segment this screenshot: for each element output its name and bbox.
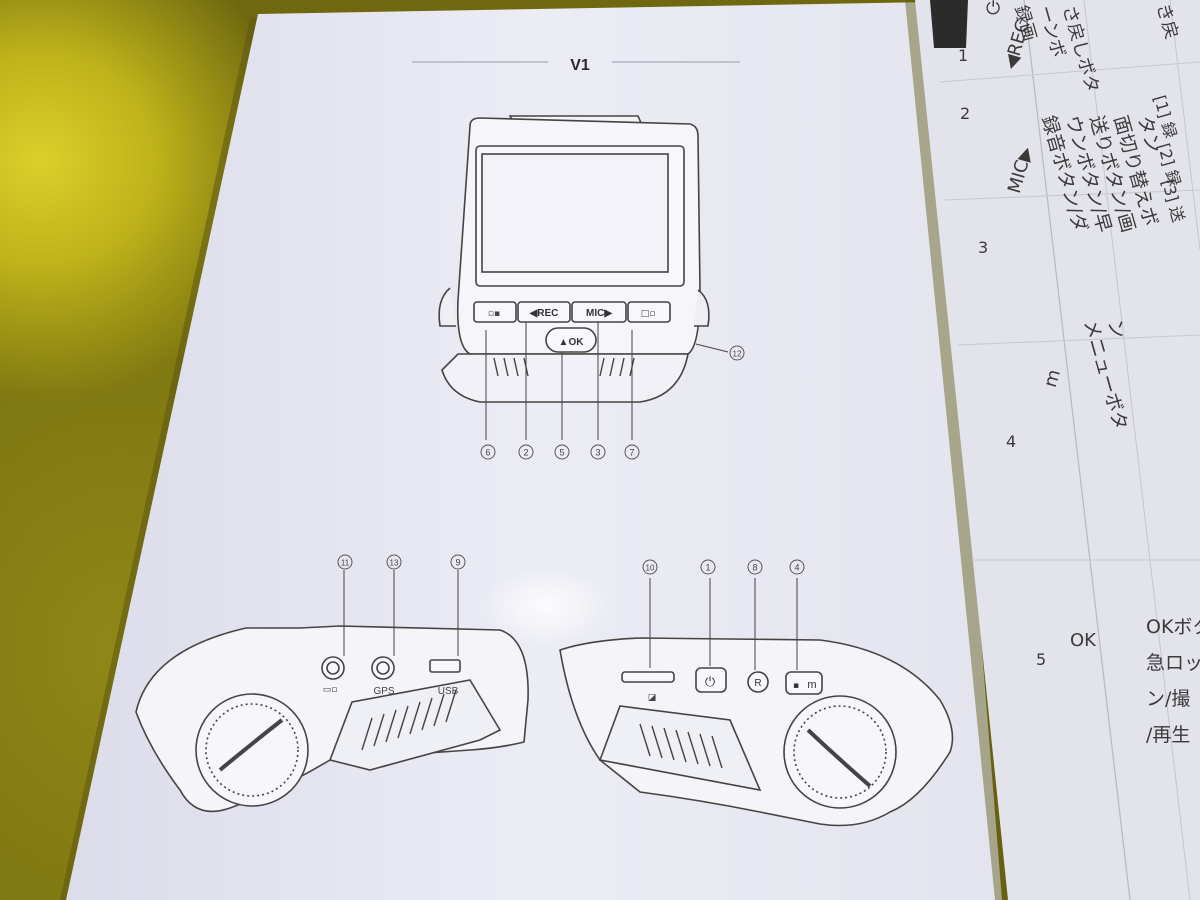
usb-port: [429, 659, 461, 673]
callout-circle-front-3: [590, 444, 606, 460]
right-side-vents: [639, 723, 723, 769]
callout-circle-left-0: [337, 554, 353, 570]
callout-number-right-2: 8: [752, 563, 757, 573]
callout-number-front-2: 5: [559, 448, 564, 458]
left-dial-ring: [205, 703, 299, 797]
left-leader-lines: [343, 570, 459, 656]
ok-button-label: ▲OK: [559, 337, 585, 348]
callout-circle-front-2: [554, 444, 570, 460]
right-dial-grip: [806, 728, 872, 788]
right-dial-ring: [793, 705, 887, 799]
side-callouts: 11 13 9 10 1 8 4: [337, 554, 805, 575]
callout-number-right-1: 1: [705, 563, 710, 573]
callout-number-right-3: 4: [794, 563, 799, 573]
menu-button-front-icon: □▫: [641, 309, 656, 319]
callout-number-left-1: 13: [390, 559, 399, 568]
right-page-paper: [915, 0, 1200, 900]
callout-circle-right-0: [642, 559, 658, 575]
page-heading: V1: [570, 57, 590, 74]
power-port: [321, 656, 345, 680]
camera-chin: [441, 353, 689, 403]
right-header-tab: [930, 0, 968, 48]
rec-button-label: ◀REC: [529, 308, 559, 319]
row-name-5-line-3: ン/撮: [1146, 688, 1191, 710]
row-rule-2: [943, 189, 1200, 201]
ok-button: [545, 327, 597, 353]
menu-button-front: [627, 301, 671, 323]
row-symbol-5: OK: [1070, 630, 1096, 651]
callout-number-front-5: 12: [733, 350, 742, 359]
callout-circle-right-1: [700, 559, 716, 575]
camera-left-side-view: [135, 570, 529, 813]
gps-port: [371, 656, 395, 680]
right-vent-block: [598, 705, 762, 792]
callout-circle-right-2: [747, 559, 763, 575]
left-vent-block: [328, 679, 502, 771]
callout-number-front-0: 6: [485, 448, 490, 458]
gps-port-label: GPS: [373, 686, 394, 697]
menu-button-side: [785, 671, 823, 695]
right-suction-dial: [783, 695, 897, 809]
callout-number-left-0: 11: [341, 559, 350, 568]
sd-card-slot: [621, 671, 675, 683]
callout-circle-front-0: [480, 444, 496, 460]
left-mount: [438, 287, 456, 327]
camera-right-side-view: [559, 578, 954, 827]
callout-circle-front-4: [624, 444, 640, 460]
menu-side-icon: ▪: [793, 681, 799, 691]
power-button: [695, 667, 727, 693]
screen: [481, 153, 669, 273]
right-col-rule-2: [1083, 0, 1191, 900]
row-number-3: 3: [978, 238, 989, 257]
usb-port-label: USB: [438, 686, 459, 697]
callout-circle-left-2: [450, 554, 466, 570]
row-number-1: 1: [958, 46, 969, 65]
row-name-5-line-2: 急ロッ: [1146, 652, 1200, 674]
row-number-2: 2: [960, 104, 971, 123]
front-callouts: 6 2 5 3 7 12: [480, 345, 745, 460]
callout-circle-left-1: [386, 554, 402, 570]
callout-number-front-4: 7: [629, 448, 634, 458]
callout-number-left-2: 9: [455, 558, 460, 568]
callout-number-right-0: 10: [646, 564, 655, 573]
right-mount: [694, 289, 710, 327]
mic-button: [571, 301, 627, 323]
front-leader-lines: [485, 322, 729, 440]
right-leader-lines: [649, 578, 798, 670]
row-rule-3: [957, 334, 1200, 346]
callout-circle-front-1: [518, 444, 534, 460]
sd-card-icon: ◪: [648, 693, 657, 703]
row-rule-1: [939, 61, 1200, 83]
gps-port-inner: [376, 661, 390, 675]
mode-button: [473, 301, 517, 323]
left-side-vents: [361, 689, 457, 751]
reset-icon: R: [754, 678, 761, 689]
right-col-rule-3: [1169, 0, 1200, 251]
right-col-rule-1: [1023, 0, 1131, 900]
mic-button-label: MIC▶: [586, 308, 613, 319]
callout-number-front-3: 3: [595, 448, 600, 458]
power-port-inner: [326, 661, 340, 675]
row-name-5-line-4: /再生: [1146, 724, 1191, 746]
power-port-icon: ▭▫: [323, 685, 338, 695]
row-name-5-line-1: OKボタ: [1146, 616, 1200, 638]
callout-circle-right-3: [789, 559, 805, 575]
mode-button-icon: ▫▪: [488, 309, 500, 319]
menu-side-label: m: [807, 679, 816, 691]
reset-button: [747, 671, 769, 693]
top-fragment-power-icon: ⏻: [985, 0, 1001, 20]
row-number-5: 5: [1036, 650, 1047, 669]
rec-button: [517, 301, 571, 323]
callout-circle-front-5: [729, 345, 745, 361]
callout-number-front-1: 2: [523, 448, 528, 458]
power-icon: ⏻: [705, 675, 715, 690]
left-dial-grip: [218, 718, 284, 772]
camera-front-view: [438, 115, 729, 440]
row-number-4: 4: [1006, 432, 1017, 451]
